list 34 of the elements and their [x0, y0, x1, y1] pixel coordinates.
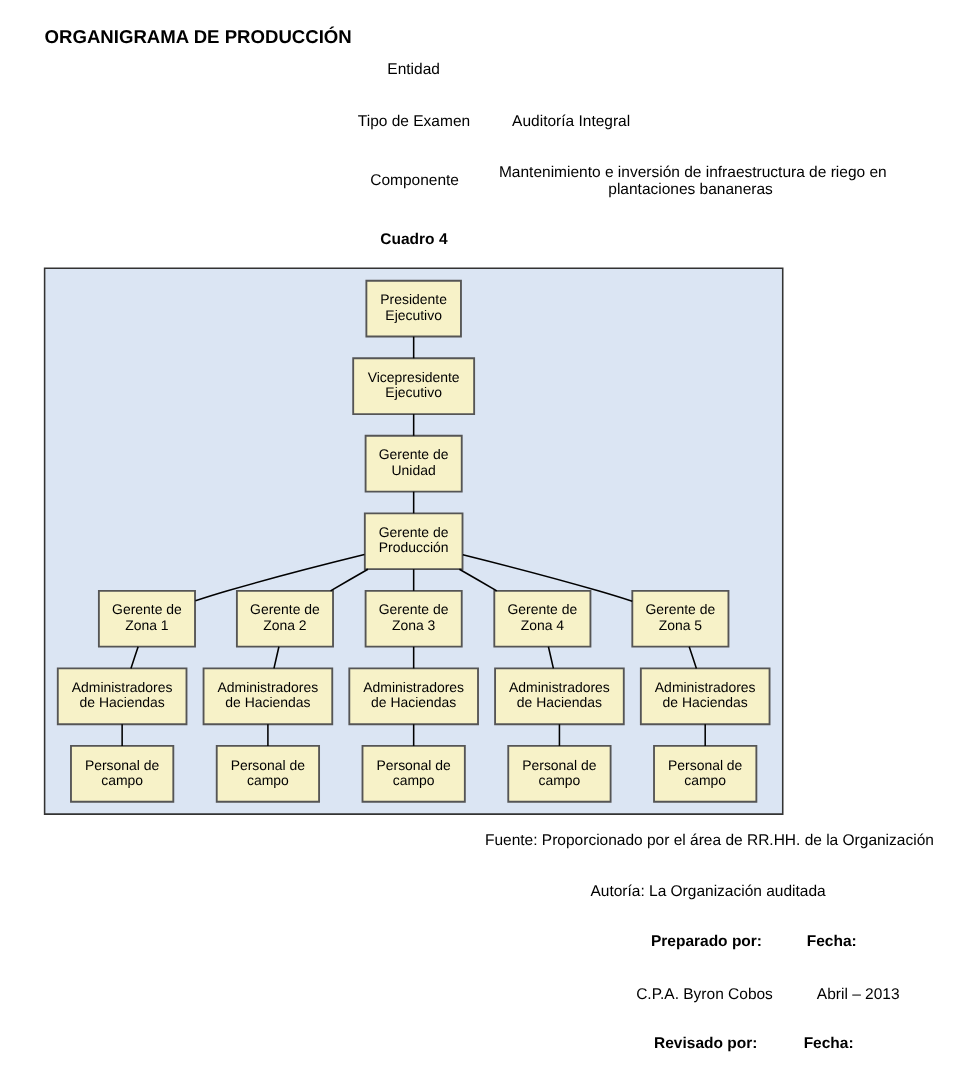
connector [703, 723, 705, 747]
connector [411, 490, 414, 515]
connector [266, 723, 268, 747]
connector [546, 646, 554, 670]
cluster [42, 267, 783, 815]
label: C.P.A. Byron Cobos [635, 984, 772, 1003]
label: Tipo de Examen [356, 111, 470, 130]
label: Fecha: [805, 931, 856, 950]
connector [461, 554, 633, 603]
connector [411, 335, 414, 359]
label: Abril – 2013 [815, 984, 899, 1003]
diagram-title: ORGANIGRAMA DE PRODUCCIÓN [43, 26, 351, 47]
connector [411, 723, 414, 747]
connector [557, 723, 560, 747]
label: Entidad [386, 60, 439, 79]
label: Cuadro 4 [379, 229, 447, 248]
connector [457, 568, 497, 592]
label: Fuente: Proporcionado por el área de RR.HH. de la Organización [484, 831, 933, 850]
label: Mantenimiento e inversión de infraestructura de riego en plantaciones bananeras [497, 162, 886, 198]
connector [272, 646, 279, 670]
connector [120, 723, 122, 747]
connector [411, 413, 414, 437]
connector [411, 568, 414, 592]
connector [328, 568, 368, 592]
label: Componente [369, 171, 459, 190]
connector [687, 646, 697, 670]
label: Autoría: La Organización auditada [589, 882, 825, 901]
label: Revisado por: [653, 1034, 757, 1053]
label: Preparado por: [649, 931, 762, 950]
connector [193, 553, 365, 602]
label: Fecha: [802, 1034, 853, 1053]
label: Auditoría Integral [511, 111, 630, 130]
connector [411, 646, 414, 670]
connector [129, 646, 138, 670]
